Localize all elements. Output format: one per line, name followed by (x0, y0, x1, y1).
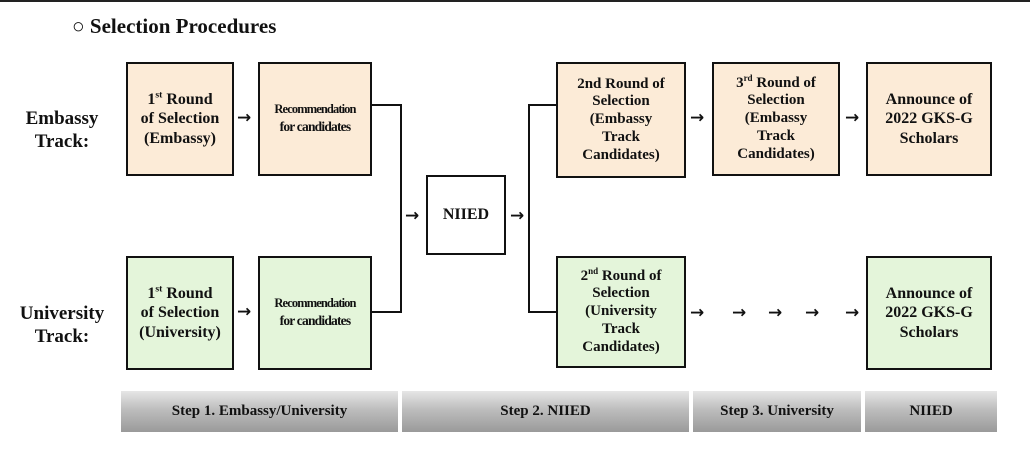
embassy-track-label-line1: Embassy (25, 108, 99, 129)
niied-box: NIIED (426, 175, 506, 255)
arrow-icon: → (237, 302, 252, 322)
arrow-icon: → (845, 303, 860, 323)
step-bar-2: Step 2. NIIED (402, 391, 689, 432)
arrow-icon: → (237, 108, 252, 128)
arrow-icon: → (690, 108, 705, 128)
arrow-icon: → (845, 108, 860, 128)
arrow-icon: → (405, 206, 420, 226)
university-second-round-box: 2nd Round of Selection (University Track… (556, 256, 686, 368)
connector-line (372, 311, 402, 313)
top-rule (0, 0, 1030, 2)
arrow-icon: → (510, 206, 525, 226)
embassy-third-round-box: 3rd Round of Selection (Embassy Track Ca… (712, 62, 840, 176)
arrow-icon: → (805, 303, 820, 323)
arrow-icon: → (732, 303, 747, 323)
university-track-label: University Track: (6, 302, 118, 348)
university-recommendation-box: Recommendation for candidates (258, 256, 372, 370)
step-bar-4: NIIED (865, 391, 997, 432)
connector-line (528, 311, 556, 313)
embassy-track-label: Embassy Track: (12, 107, 112, 153)
university-track-label-line2: Track: (34, 326, 90, 348)
arrow-icon: → (768, 303, 783, 323)
connector-line (400, 104, 402, 313)
connector-line (528, 104, 556, 106)
step-bar-3: Step 3. University (693, 391, 861, 432)
embassy-first-round-box: 1st Round of Selection (Embassy) (126, 62, 234, 176)
university-first-round-box: 1st Round of Selection (University) (126, 256, 234, 370)
connector-line (528, 104, 530, 313)
connector-line (372, 104, 402, 106)
university-announce-box: Announce of 2022 GKS-G Scholars (866, 256, 992, 370)
embassy-second-round-box: 2nd Round of Selection (Embassy Track Ca… (556, 62, 686, 178)
university-track-label-line1: University (19, 303, 105, 324)
embassy-announce-box: Announce of 2022 GKS-G Scholars (866, 62, 992, 176)
page-title: ○ Selection Procedures (72, 14, 277, 38)
step-bar-1: Step 1. Embassy/University (121, 391, 398, 432)
arrow-icon: → (690, 303, 705, 323)
embassy-recommendation-box: Recommendation for candidates (258, 62, 372, 176)
embassy-track-label-line2: Track: (34, 131, 90, 153)
